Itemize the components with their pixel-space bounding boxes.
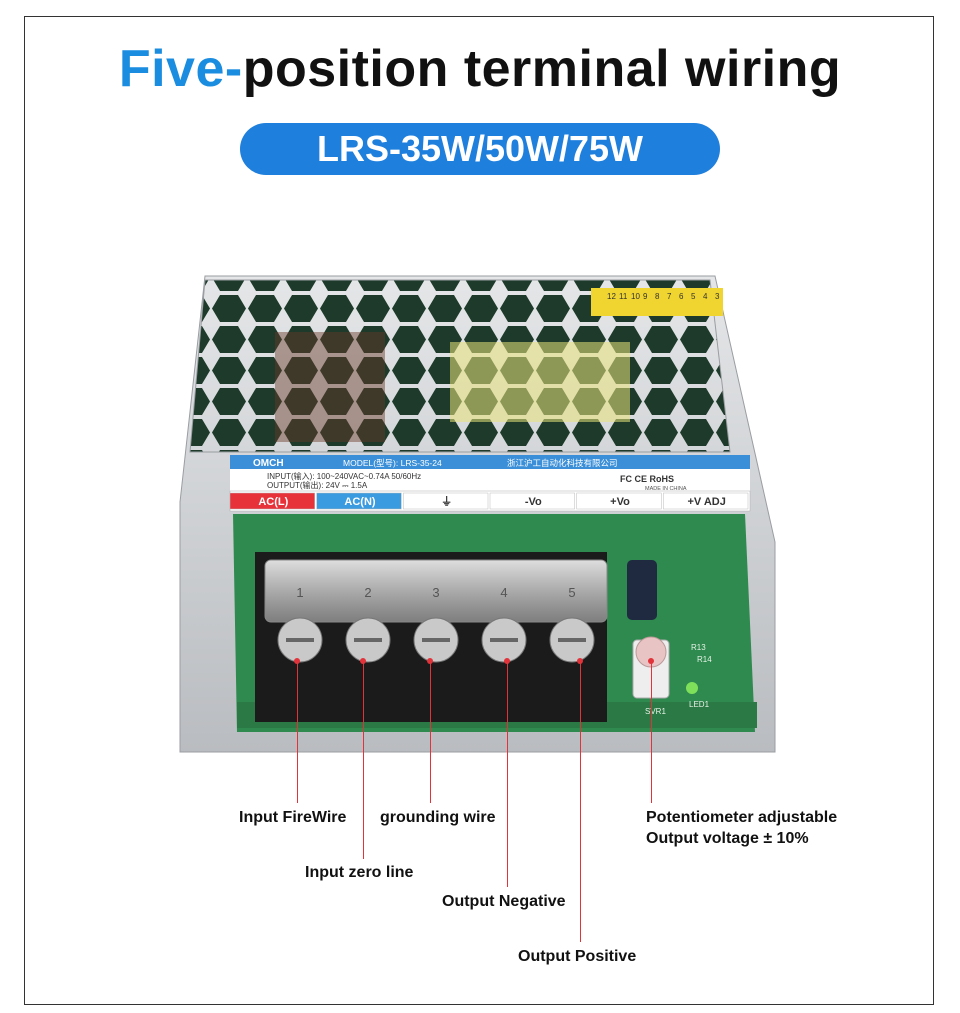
rating-label: OMCH MODEL(型号): LRS-35-24 浙江沪工自动化科技有限公司 … [229, 455, 751, 512]
pcb-label: R14 [697, 655, 712, 664]
callout-dot-ground [427, 658, 433, 664]
terminal-cell [229, 492, 315, 510]
sticker-digit: 11 [619, 292, 628, 301]
callout-dot-pot [648, 658, 654, 664]
callout-line-pot [651, 661, 652, 803]
callout-line-firewire [297, 661, 298, 803]
title-accent: Five- [118, 40, 243, 98]
sticker-digit: 8 [655, 292, 660, 301]
sticker-digit: 7 [667, 292, 672, 301]
callout-line-zero [363, 661, 364, 859]
screw-slot [422, 638, 450, 642]
terminal-block: 1 2 3 4 5 [255, 552, 608, 722]
terminal-name: ⏚ [441, 495, 452, 508]
terminal-number: 4 [500, 585, 507, 600]
terminal-cell [663, 492, 749, 510]
terminal-name: AC(N) [344, 496, 375, 508]
screw-slot [490, 638, 518, 642]
page-title: Five-position terminal wiring [0, 36, 960, 102]
sticker-digit: 12 [607, 292, 616, 301]
terminal-cell [316, 492, 402, 510]
sticker-digit: 9 [643, 292, 648, 301]
callout-line-negative [507, 661, 508, 887]
label-grounding-wire: grounding wire [380, 809, 496, 826]
company-text: 浙江沪工自动化科技有限公司 [507, 458, 618, 469]
model-badge: LRS-35W/50W/75W [240, 123, 720, 175]
made-in-text: MADE IN CHINA [645, 486, 687, 492]
terminal-number: 5 [568, 585, 575, 600]
callout-dot-negative [504, 658, 510, 664]
callout-line-ground [430, 661, 431, 803]
terminal-name: +V ADJ [687, 496, 725, 508]
sticker-digit: 10 [631, 292, 640, 301]
sticker-digit: 4 [703, 292, 708, 301]
label-potentiometer: Potentiometer adjustable [646, 809, 838, 826]
electrolytic-capacitor [627, 560, 657, 620]
screw-slot [286, 638, 314, 642]
sticker-digit: 6 [679, 292, 684, 301]
title-rest: position terminal wiring [242, 40, 842, 98]
terminal-number: 3 [432, 585, 439, 600]
terminal-number: 2 [364, 585, 371, 600]
sticker-digit: 5 [691, 292, 696, 301]
label-input-zero-line: Input zero line [305, 864, 414, 881]
sticker-digit: 3 [715, 292, 720, 301]
label-output-negative: Output Negative [442, 893, 566, 910]
terminal-cell [403, 492, 489, 510]
led-indicator [686, 682, 698, 694]
pcb-label: SVR1 [645, 707, 666, 716]
callout-line-positive [580, 661, 581, 942]
callout-dot-positive [577, 658, 583, 664]
yellow-component [450, 342, 630, 422]
pcb-label: LED1 [689, 700, 710, 709]
terminal-name: AC(L) [258, 496, 288, 508]
pcb-label: R13 [691, 643, 706, 652]
screw-slot [354, 638, 382, 642]
terminal-cell [576, 492, 662, 510]
model-text: MODEL(型号): LRS-35-24 [343, 458, 442, 468]
screw-slot [558, 638, 586, 642]
terminal-cell [489, 492, 575, 510]
page-frame [24, 16, 934, 1005]
brown-capacitor [275, 332, 385, 442]
label-output-voltage: Output voltage ± 10% [646, 830, 809, 847]
label-input-firewire: Input FireWire [239, 809, 347, 826]
input-rating-text: INPUT(输入): 100~240VAC~0.74A 50/60Hz [267, 471, 421, 481]
callout-dot-firewire [294, 658, 300, 664]
terminal-name: +Vo [610, 496, 630, 508]
terminal-name: -Vo [525, 496, 542, 508]
callout-dot-zero [360, 658, 366, 664]
certification-marks: FC CE RoHS [620, 474, 674, 484]
brand-text: OMCH [253, 458, 284, 469]
terminal-number: 1 [296, 585, 303, 600]
output-rating-text: OUTPUT(输出): 24V ⎓ 1.5A [267, 480, 368, 490]
label-output-positive: Output Positive [518, 948, 637, 965]
